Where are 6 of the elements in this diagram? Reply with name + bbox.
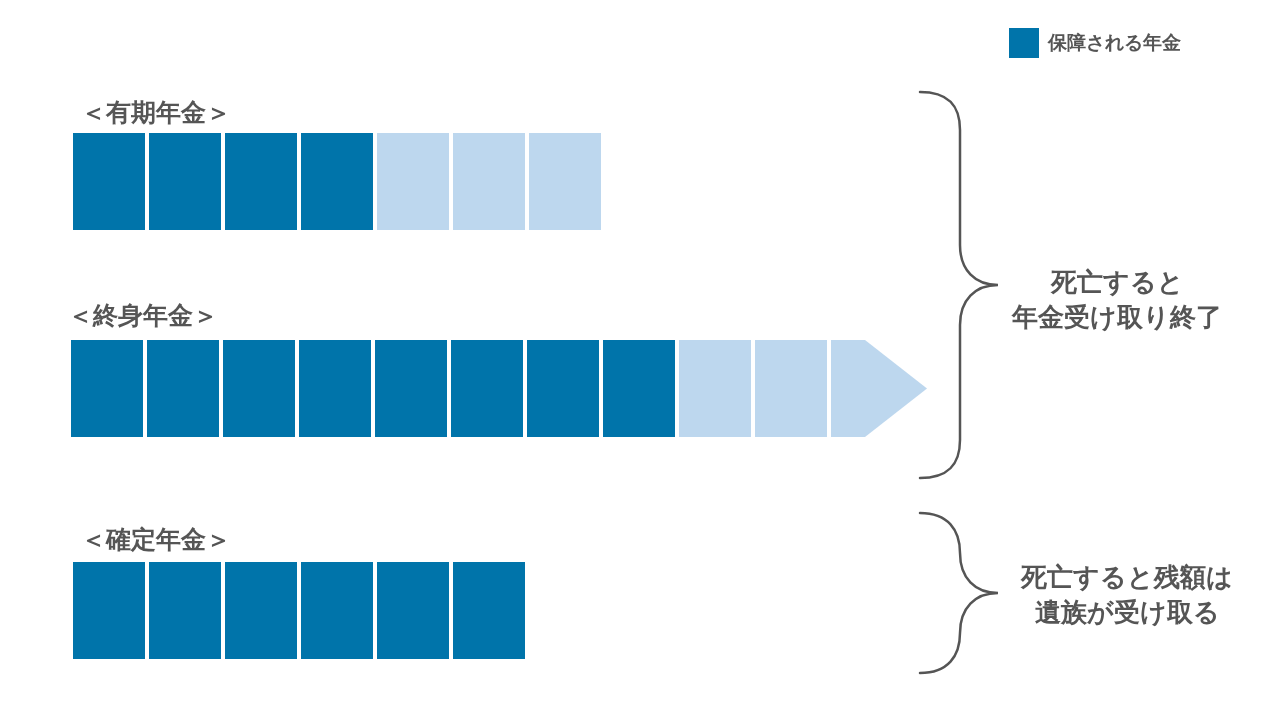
row-heading: ＜終身年金＞: [68, 301, 218, 331]
legend-label: 保障される年金: [1048, 31, 1181, 54]
row-heading: ＜有期年金＞: [81, 98, 231, 128]
brace-note: 死亡すると残額は遺族が受け取る: [1021, 560, 1233, 629]
row-heading: ＜確定年金＞: [81, 525, 231, 555]
brace-note: 死亡すると年金受け取り終了: [1012, 265, 1222, 334]
